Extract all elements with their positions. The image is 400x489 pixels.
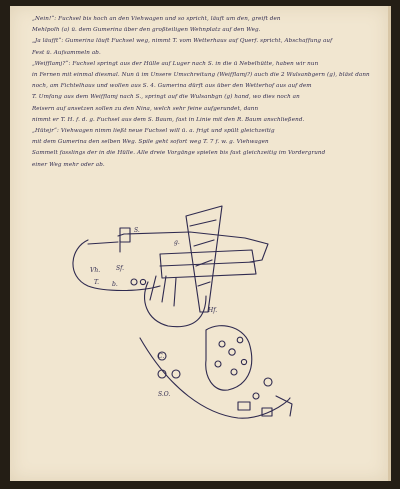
figure-head [130, 278, 138, 286]
shrub [214, 360, 222, 368]
shrub [230, 368, 238, 376]
handwritten-text: „Nein!“: Fuchsel bis hoch an den Viehwag… [32, 14, 382, 171]
shrub [252, 392, 260, 400]
wagon-crate [119, 227, 131, 243]
label-t: T. [94, 279, 99, 286]
ground-line [139, 337, 291, 419]
label-so: S.O. [158, 391, 170, 398]
text-line: „Weifflamj?“: Fuchsel springt aus der Hü… [32, 60, 319, 67]
text-line: nimmt er T. H. f. d. g. Fuchsel aus dem … [32, 116, 305, 123]
wagon-outline [117, 231, 269, 263]
text-line: noch, am Fichtelhaus und wollen aus S. 4… [32, 83, 312, 90]
tree-mark [157, 351, 167, 361]
shrub [218, 340, 226, 348]
label-s: S. [134, 227, 140, 234]
label-vh: Vh. [90, 267, 100, 274]
crate [261, 407, 273, 417]
figure-outline [144, 281, 207, 328]
tree-mark [157, 369, 167, 379]
label-sf: Sf. [116, 265, 124, 272]
text-line: Fest ü. Aufsammeln ab. [32, 49, 101, 56]
text-line: mit dem Gumerina den selben Weg. Spile g… [32, 139, 269, 146]
label-hf: Hf. [207, 307, 217, 314]
platform-mid [159, 261, 255, 267]
rail-rungs [189, 219, 217, 287]
figure-strokes [149, 275, 177, 307]
text-line: Reisern auf ansetzen sollen zu den Nina,… [32, 105, 259, 112]
shrub [240, 358, 248, 366]
text-line: Mehlpolh (a) ü. dem Gumerina über den gr… [32, 27, 261, 34]
tree-mark [171, 369, 181, 379]
text-line: Sammelt fasslings der in die Hülle. Alle… [32, 150, 326, 157]
shrub [228, 348, 236, 356]
label-b: b. [112, 281, 118, 288]
notebook-page: „Nein!“: Fuchsel bis hoch an den Viehwag… [10, 6, 391, 481]
shrub [263, 377, 273, 387]
crate [237, 401, 251, 411]
shrub [236, 336, 244, 344]
text-line: einer Weg mehr oder ab. [32, 161, 105, 168]
figure-head [139, 278, 147, 286]
text-line: „Ja läufft“: Gumerina läuft Fuchsel weg,… [32, 38, 333, 45]
post [275, 395, 293, 417]
text-line: in Fernen mit einmal diesmal. Nun ü im U… [32, 72, 370, 79]
text-line: „Hütejr“: Viehwagen nimm ließt neue Fuch… [32, 128, 275, 135]
platform [159, 249, 257, 279]
pen-line [87, 241, 119, 245]
label-c: C. [158, 353, 164, 360]
text-line: T. Umfang aus dem Weifflamj nach S., spr… [32, 94, 300, 101]
shrub-cluster [205, 325, 253, 391]
pen-curve [72, 239, 161, 291]
label-g: g. [174, 239, 180, 246]
text-line: „Nein!“: Fuchsel bis hoch an den Viehwag… [32, 16, 281, 22]
rail-frame [185, 205, 223, 313]
